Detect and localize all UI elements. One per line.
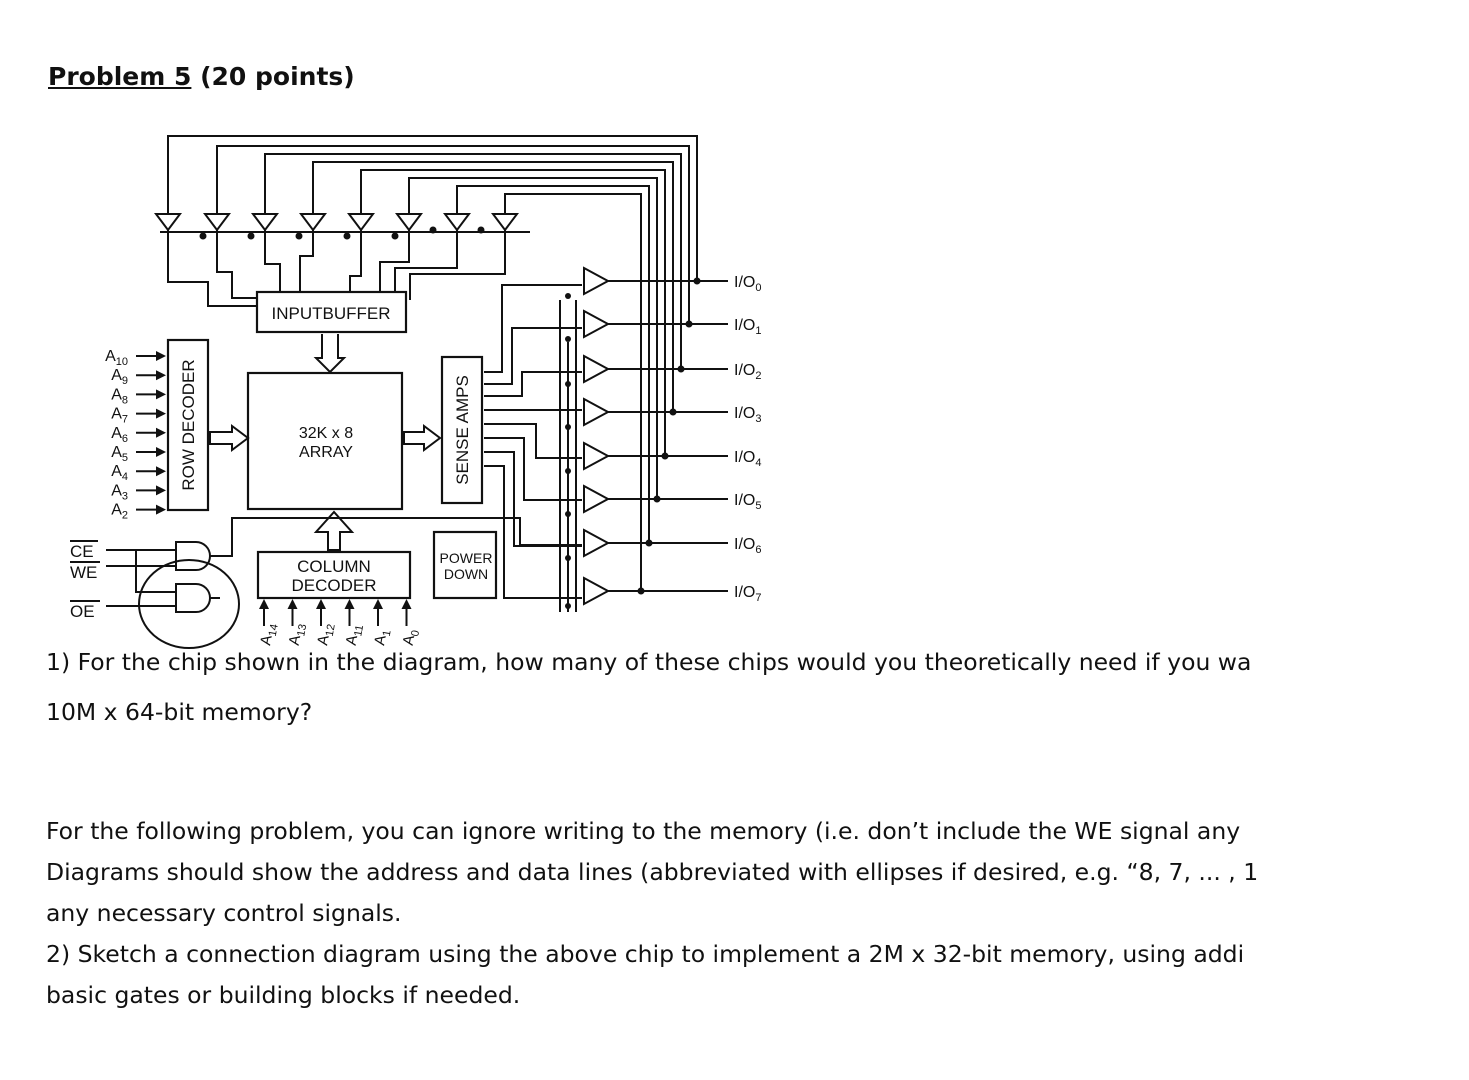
row-address-label: A3 (111, 482, 128, 502)
output-buffer-icon (583, 576, 611, 606)
input-buffer-label: INPUTBUFFER (272, 304, 391, 323)
io-pin-label: I/O7 (734, 584, 761, 604)
column-address-label: A0 (400, 628, 422, 647)
junction-dot (677, 365, 685, 373)
row-address-label: A2 (111, 502, 128, 522)
junction-dot (685, 320, 693, 328)
column-address-label: A1 (371, 628, 393, 647)
intro-line-1: For the following problem, you can ignor… (46, 817, 1241, 845)
power-down-block (432, 530, 498, 600)
output-buffer-icon (583, 484, 611, 514)
io-outputs: I/O0I/O1I/O2I/O3I/O4I/O5I/O6I/O7 (565, 266, 761, 609)
input-buffer-block (255, 290, 408, 334)
row-decoder-block (166, 338, 210, 512)
junction-dot (565, 555, 571, 561)
oe-label: OE (70, 602, 95, 621)
arrow-icon (373, 599, 383, 609)
io-pin-label: I/O5 (734, 492, 761, 512)
sense-amps-label: SENSE AMPS (453, 375, 472, 485)
we-label: WE (70, 563, 97, 582)
arrow-icon (156, 427, 166, 438)
intro-line-2: Diagrams should show the address and dat… (46, 858, 1259, 886)
io-pin-label: I/O4 (734, 449, 761, 469)
problem-points: (20 points) (191, 62, 355, 91)
junction-dot (669, 408, 677, 416)
question-1-line-1: 1) For the chip shown in the diagram, ho… (46, 648, 1252, 676)
row-address-label: A7 (111, 406, 128, 426)
io-pin-label: I/O1 (734, 317, 761, 337)
question-2-line-2: basic gates or building blocks if needed… (46, 981, 521, 1009)
arrow-icon (156, 370, 166, 381)
junction-dot (693, 277, 701, 285)
memory-array-block (246, 371, 404, 511)
arrow-icon (156, 447, 166, 457)
array-size-label: 32K x 8 (299, 425, 353, 442)
junction-dot (645, 539, 653, 547)
output-buffer-icon (583, 266, 611, 296)
intro-line-3: any necessary control signals. (46, 899, 402, 927)
junction-dot (565, 293, 571, 299)
column-decoder-block (256, 550, 412, 600)
ce-label: CE (70, 542, 94, 561)
sense-amps-block (440, 355, 484, 505)
io-feedback-bus (167, 135, 698, 590)
arrow-icon (156, 504, 166, 515)
arrow-icon (316, 599, 326, 609)
io-pin-label: I/O6 (734, 536, 761, 556)
io-pin-label: I/O0 (734, 274, 761, 294)
output-buffer-icon (583, 397, 611, 427)
arrow-icon (287, 599, 298, 609)
arrow-icon (401, 599, 412, 609)
row-address-label: A10 (105, 348, 128, 368)
io-pin-label: I/O2 (734, 362, 761, 382)
output-buffer-icon (583, 528, 611, 558)
input-drivers (154, 213, 530, 307)
junction-dot (653, 495, 661, 503)
output-buffer-icon (583, 309, 611, 339)
arrow-icon (156, 485, 166, 496)
output-buffer-icon (583, 441, 611, 471)
arrow-icon (156, 389, 166, 400)
problem-number: Problem 5 (48, 62, 192, 91)
question-2-line-1: 2) Sketch a connection diagram using the… (46, 940, 1245, 968)
sram-block-diagram: INPUTBUFFER 32K x 8 ARRAY ROW DECODER A1… (70, 135, 761, 649)
column-address-label: A12 (314, 622, 338, 647)
control-logic: CE WE OE (70, 517, 582, 649)
junction-dot (565, 511, 571, 517)
power-down-label-1: POWER (440, 550, 493, 566)
junction-dot (565, 468, 571, 474)
column-address-label: A13 (286, 622, 310, 647)
output-buffer-icon (583, 354, 611, 384)
question-1-line-2: 10M x 64-bit memory? (46, 698, 313, 726)
row-address-label: A6 (111, 425, 128, 445)
arrow-icon (156, 408, 166, 419)
arrow-icon (259, 599, 269, 609)
junction-dot (565, 336, 571, 342)
arrow-icon (156, 466, 166, 477)
row-address-label: A5 (111, 444, 128, 464)
junction-dot (565, 424, 571, 430)
column-decoder-label-2: DECODER (291, 576, 376, 595)
row-address-label: A9 (111, 367, 128, 387)
row-decoder-label: ROW DECODER (179, 359, 198, 490)
junction-dot (637, 587, 645, 595)
io-pin-label: I/O3 (734, 405, 761, 425)
arrow-icon (156, 351, 166, 361)
junction-dot (661, 452, 669, 460)
row-address-label: A4 (111, 463, 128, 483)
column-address-label: A11 (343, 623, 366, 648)
row-address-label: A8 (111, 386, 128, 406)
problem-title: Problem 5 (20 points) (48, 62, 355, 91)
column-address-label: A14 (257, 622, 281, 647)
column-decoder-label-1: COLUMN (297, 557, 371, 576)
power-down-label-2: DOWN (444, 566, 488, 582)
arrow-icon (344, 599, 355, 609)
junction-dot (565, 381, 571, 387)
sense-output-wires (484, 284, 582, 612)
array-label: ARRAY (299, 444, 353, 461)
junction-dot (565, 603, 571, 609)
